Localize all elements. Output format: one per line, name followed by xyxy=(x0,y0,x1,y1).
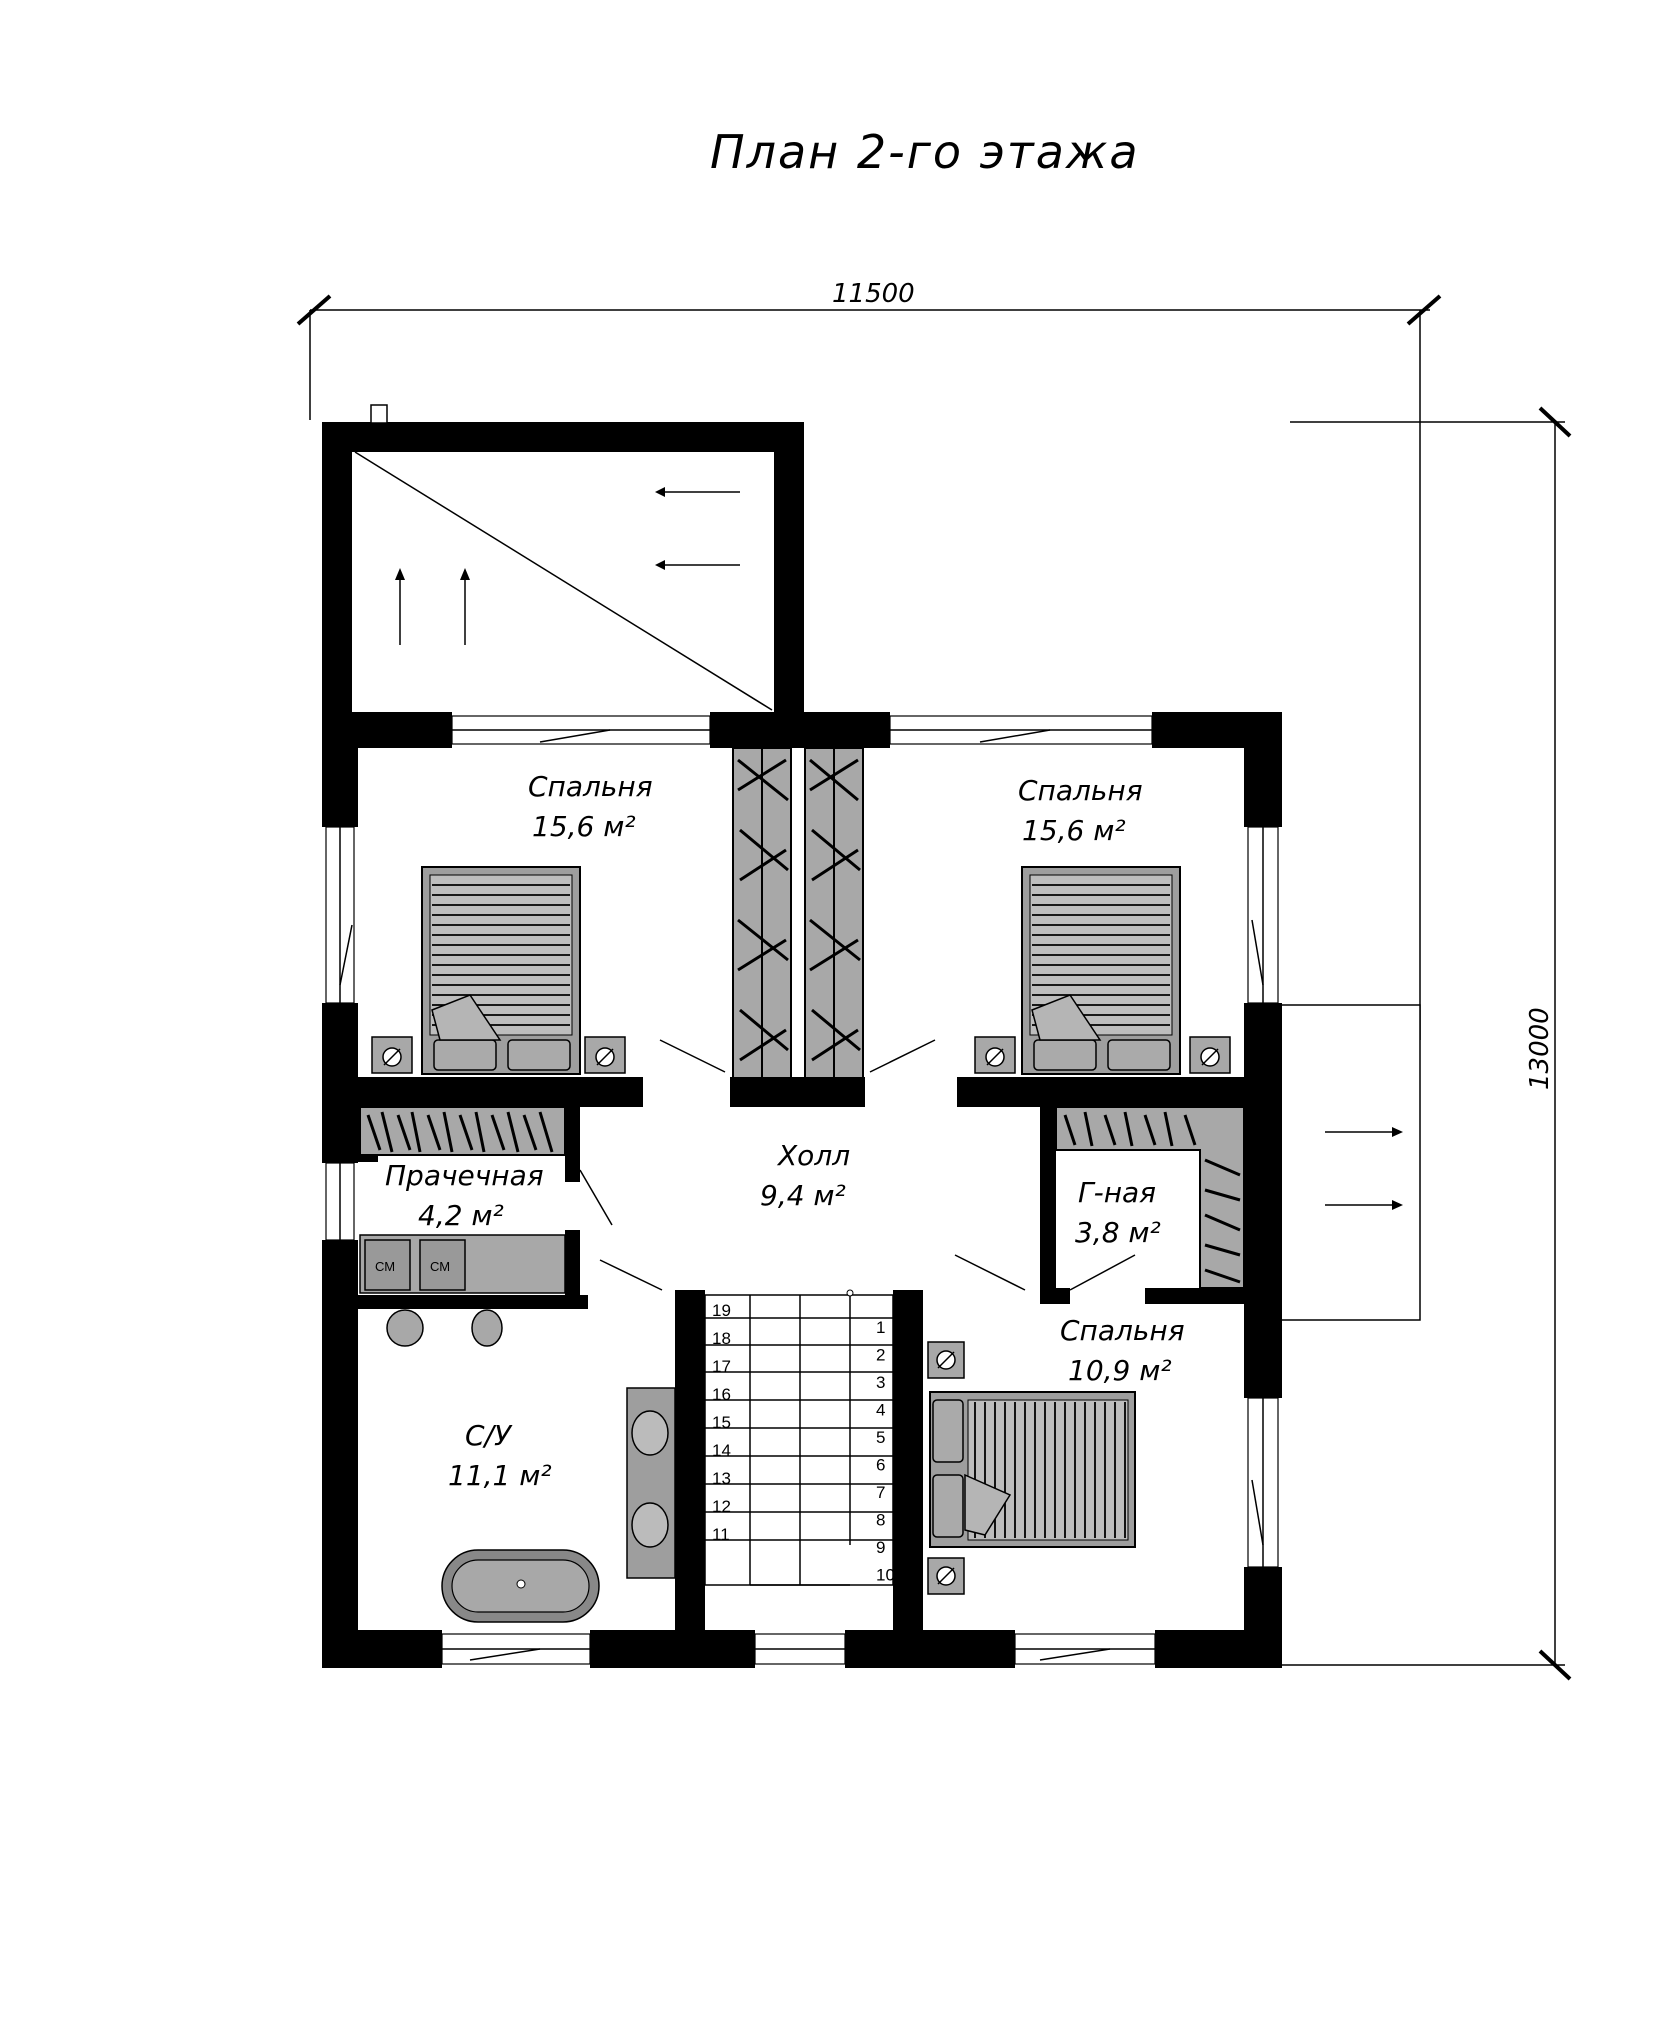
stair-step-number: 13 xyxy=(712,1469,731,1488)
stair-step-number: 2 xyxy=(876,1346,885,1365)
stair-step-number: 18 xyxy=(712,1329,731,1348)
svg-text:Спальня: Спальня xyxy=(1060,1314,1185,1347)
svg-text:Г-ная: Г-ная xyxy=(1078,1176,1156,1209)
arrow-left-icon xyxy=(655,487,740,497)
svg-text:Холл: Холл xyxy=(776,1139,850,1172)
svg-text:Прачечная: Прачечная xyxy=(385,1159,544,1192)
svg-text:9,4 м²: 9,4 м² xyxy=(760,1179,846,1212)
doors xyxy=(579,1039,1136,1291)
stair-step-number: 12 xyxy=(712,1497,731,1516)
nightstand-lamp-icon xyxy=(927,1341,965,1379)
sink-icon xyxy=(631,1410,669,1456)
svg-text:11,1 м²: 11,1 м² xyxy=(448,1459,552,1492)
interior-walls xyxy=(358,1077,1245,1635)
bed-bedroom-2 xyxy=(1021,866,1181,1075)
dimension-height: 13000 xyxy=(1280,406,1572,1681)
nightstand-lamp-icon xyxy=(974,1036,1016,1074)
stair-step-number: 4 xyxy=(876,1401,885,1420)
bed-bedroom-3 xyxy=(929,1391,1136,1548)
nightstand-lamp-icon xyxy=(584,1036,626,1074)
staircase xyxy=(704,1289,894,1586)
stair-step-number: 9 xyxy=(876,1538,885,1557)
stair-step-number: 19 xyxy=(712,1301,731,1320)
terrace-upper xyxy=(322,404,804,712)
room-bedroom-2: Спальня 15,6 м² xyxy=(1018,774,1143,847)
washing-machines: СМ СМ xyxy=(359,1234,566,1294)
balcony-right xyxy=(1279,1004,1421,1321)
sink-icon xyxy=(631,1502,669,1548)
room-dressing: Г-ная 3,8 м² xyxy=(1075,1176,1161,1249)
room-hall: Холл 9,4 м² xyxy=(760,1139,850,1212)
room-bathroom: С/У 11,1 м² xyxy=(448,1419,552,1492)
stair-numbers-right: 1 2 3 4 5 6 7 8 9 10 xyxy=(876,1318,895,1585)
stair-step-number: 15 xyxy=(712,1413,731,1432)
room-bedroom-3: Спальня 10,9 м² xyxy=(1060,1314,1185,1387)
nightstand-lamp-icon xyxy=(371,1036,413,1074)
stair-step-number: 11 xyxy=(712,1525,730,1544)
arrow-up-icon xyxy=(395,568,405,645)
arrow-up-icon xyxy=(460,568,470,645)
room-bedroom-1: Спальня 15,6 м² xyxy=(528,770,653,843)
stair-step-number: 5 xyxy=(876,1428,885,1447)
svg-text:С/У: С/У xyxy=(465,1419,513,1452)
svg-text:15,6 м²: 15,6 м² xyxy=(532,810,636,843)
svg-text:СМ: СМ xyxy=(375,1259,395,1274)
dimension-width-label: 11500 xyxy=(832,279,915,309)
dimension-width: 11500 xyxy=(296,279,1442,1040)
wardrobe-central xyxy=(732,747,864,1079)
bathtub-icon xyxy=(441,1549,600,1623)
svg-text:3,8 м²: 3,8 м² xyxy=(1075,1216,1161,1249)
stair-step-number: 3 xyxy=(876,1373,885,1392)
stair-step-number: 6 xyxy=(876,1456,885,1475)
arrow-left-icon xyxy=(655,560,740,570)
bed-bedroom-1 xyxy=(421,866,581,1075)
arrow-right-icon xyxy=(1325,1200,1403,1210)
toilet-icon xyxy=(471,1309,503,1347)
svg-text:10,9 м²: 10,9 м² xyxy=(1068,1354,1172,1387)
dimension-height-label: 13000 xyxy=(1525,1007,1555,1090)
stair-step-number: 8 xyxy=(876,1511,885,1530)
stair-step-number: 17 xyxy=(712,1357,731,1376)
stair-step-number: 14 xyxy=(712,1441,731,1460)
svg-text:СМ: СМ xyxy=(430,1259,450,1274)
svg-text:Спальня: Спальня xyxy=(528,770,653,803)
washer-icon xyxy=(419,1239,466,1291)
svg-text:4,2 м²: 4,2 м² xyxy=(418,1199,504,1232)
sink-counter xyxy=(626,1387,676,1579)
room-laundry: Прачечная 4,2 м² xyxy=(385,1159,544,1232)
nightstand-lamp-icon xyxy=(1189,1036,1231,1074)
windows xyxy=(325,715,1279,1665)
stair-step-number: 10 xyxy=(876,1566,895,1585)
nightstand-lamp-icon xyxy=(927,1557,965,1595)
stair-step-number: 7 xyxy=(876,1483,885,1502)
arrow-right-icon xyxy=(1325,1127,1403,1137)
stair-step-number: 16 xyxy=(712,1385,731,1404)
plan-title: План 2-го этажа xyxy=(710,125,1140,179)
svg-text:15,6 м²: 15,6 м² xyxy=(1022,814,1126,847)
stair-step-number: 1 xyxy=(876,1318,885,1337)
wardrobe-laundry xyxy=(359,1106,566,1156)
stair-numbers-left: 19 18 17 16 15 14 13 12 11 xyxy=(712,1301,731,1544)
svg-text:Спальня: Спальня xyxy=(1018,774,1143,807)
toilet-icon xyxy=(386,1309,424,1347)
washer-icon xyxy=(364,1239,411,1291)
outer-walls xyxy=(322,712,1282,1668)
wardrobe-dressing xyxy=(1055,1106,1245,1289)
